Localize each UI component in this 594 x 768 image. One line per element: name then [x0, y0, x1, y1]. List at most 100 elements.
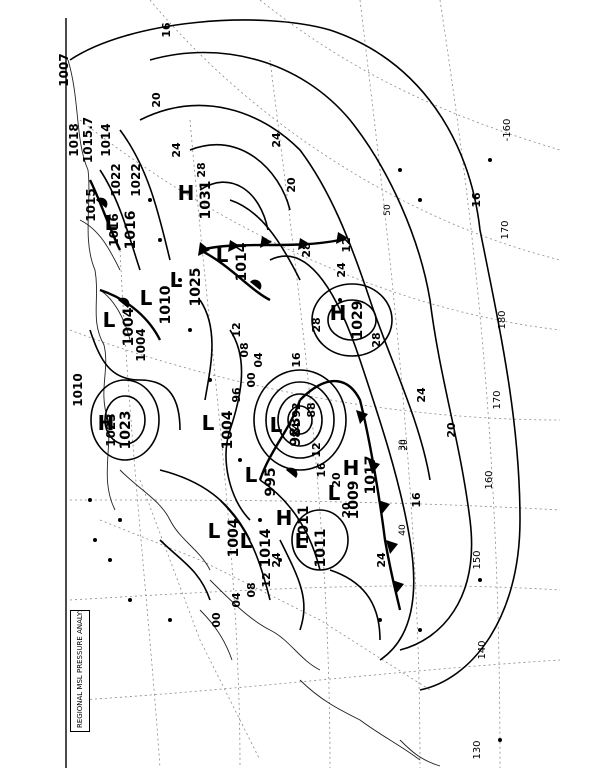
pressure-center-letter: H	[343, 456, 360, 480]
isobar-label: 08	[238, 342, 251, 357]
pressure-center-letter: L	[140, 286, 153, 310]
longitude-label: 140	[477, 640, 488, 659]
isobar-label: 12	[310, 442, 323, 457]
latitude-label: 50	[383, 204, 393, 216]
latitude-label: 40	[398, 524, 408, 536]
isobar-label: 24	[270, 552, 283, 568]
station-plots	[88, 158, 502, 742]
pressure-center-value: 1010	[158, 285, 174, 324]
pressure-center-value: 1004	[220, 410, 236, 449]
pressure-center-letter: L	[216, 243, 229, 267]
isobar-label: 12	[230, 322, 243, 337]
longitude-label: 130	[472, 740, 483, 759]
isobar-label: 20	[330, 472, 343, 488]
isobar-label: 96	[230, 387, 243, 403]
station-pressure-value: 1022	[129, 163, 143, 196]
isobar-label: 16	[315, 462, 328, 478]
latitude-label: 20	[400, 439, 410, 451]
isobar-label: 00	[210, 612, 223, 628]
isobars	[69, 19, 521, 691]
pressure-center-letter: L	[103, 308, 116, 332]
pressure-center-letter: L	[328, 481, 341, 505]
isobar-label: 00	[245, 372, 258, 388]
isobar-label: 16	[290, 352, 303, 368]
station-pressure-value: 1014	[99, 123, 113, 156]
longitude-label: -160	[502, 119, 513, 142]
pressure-center-value: 1004	[226, 518, 242, 557]
pressure-center-value: 995	[263, 467, 279, 496]
isobar-label: 92	[290, 402, 303, 417]
pressure-center-letter: H	[178, 181, 195, 205]
graticule	[69, 0, 561, 768]
isobar-label: 12	[260, 572, 273, 587]
station-pressure-value: 1023	[104, 413, 118, 446]
pressure-center-value: 1016	[123, 211, 139, 250]
pressure-center-value: 1017	[363, 456, 379, 495]
pressure-center-value: 983	[288, 417, 304, 446]
pressure-center-letter: L	[202, 411, 215, 435]
pressure-center-value: 1031	[198, 181, 214, 220]
pressure-center-value: 1011	[296, 506, 312, 545]
front-symbols	[96, 197, 404, 594]
station-pressure-value: 1015	[84, 188, 98, 221]
longitude-label: 170	[492, 390, 503, 409]
station-pressure-value: 1007	[57, 53, 71, 86]
pressure-center-letter: L	[170, 268, 183, 292]
isobar-label: 88	[305, 402, 318, 417]
isobar-label: 84	[290, 422, 303, 438]
isobar-label: 16	[160, 22, 173, 38]
pressure-center-value: 1009	[346, 481, 362, 520]
isobar-label: 20	[150, 92, 163, 108]
isobar-label: 08	[245, 582, 258, 597]
isobar-label: 24	[270, 132, 283, 148]
chart-footer-box: REGIONAL MSL PRESSURE ANALYSIS	[70, 610, 90, 732]
isobar-label: 20	[445, 422, 458, 438]
longitude-label: 170	[500, 220, 511, 239]
longitude-label: 180	[497, 310, 508, 329]
isobar-label: 28	[310, 317, 323, 332]
isobar-label: 24	[375, 552, 388, 568]
pressure-center-value: 1023	[118, 411, 134, 450]
pressure-center-letter: L	[105, 211, 118, 235]
station-pressure-value: 1018	[67, 123, 81, 156]
pressure-center-letter: H	[98, 411, 115, 435]
isobar-label: 04	[252, 352, 265, 368]
pressure-center-value: 1004	[121, 307, 137, 346]
isobar-label: 24	[335, 262, 348, 278]
isobar-label: 28	[300, 242, 313, 257]
pressure-center-value: 1029	[350, 301, 366, 340]
pressure-center-letter: L	[240, 529, 253, 553]
pressure-center-value: 1014	[258, 528, 274, 567]
longitude-label: 160	[484, 470, 495, 489]
station-pressure-value: 1010	[71, 373, 85, 406]
chart-footer-text: REGIONAL MSL PRESSURE ANALYSIS	[76, 610, 84, 728]
isobar-label: 28	[370, 332, 383, 347]
isobar-label: 20	[285, 177, 298, 193]
station-pressure-value: 1016	[107, 213, 121, 246]
station-pressure-value: 1015.7	[81, 117, 95, 163]
pressure-center-letter: H	[330, 301, 347, 325]
isobar-label: 16	[410, 492, 423, 508]
pressure-center-value: 1011	[313, 529, 329, 568]
pressure-center-value: 1025	[188, 268, 204, 307]
isobar-label: 24	[415, 387, 428, 403]
pressure-center-letter: L	[245, 463, 258, 487]
pressure-center-letter: L	[270, 413, 283, 437]
isobar-label: 12	[340, 237, 353, 252]
station-pressure-value: 1004	[134, 328, 148, 361]
isobar-label: 16	[470, 192, 483, 208]
station-pressure-value: 1022	[109, 163, 123, 196]
isobar-label: 04	[230, 592, 243, 608]
isobar-label: 24	[170, 142, 183, 158]
pressure-center-letter: L	[295, 529, 308, 553]
isobar-label: 20	[340, 502, 353, 518]
longitude-label: 150	[472, 550, 483, 569]
pressure-center-letter: L	[208, 519, 221, 543]
coastlines	[67, 59, 441, 767]
pressure-center-value: 1014	[234, 242, 250, 281]
pressure-center-letter: H	[276, 506, 293, 530]
latitude-label: 30	[398, 439, 408, 451]
isobar-label: 28	[195, 162, 208, 177]
